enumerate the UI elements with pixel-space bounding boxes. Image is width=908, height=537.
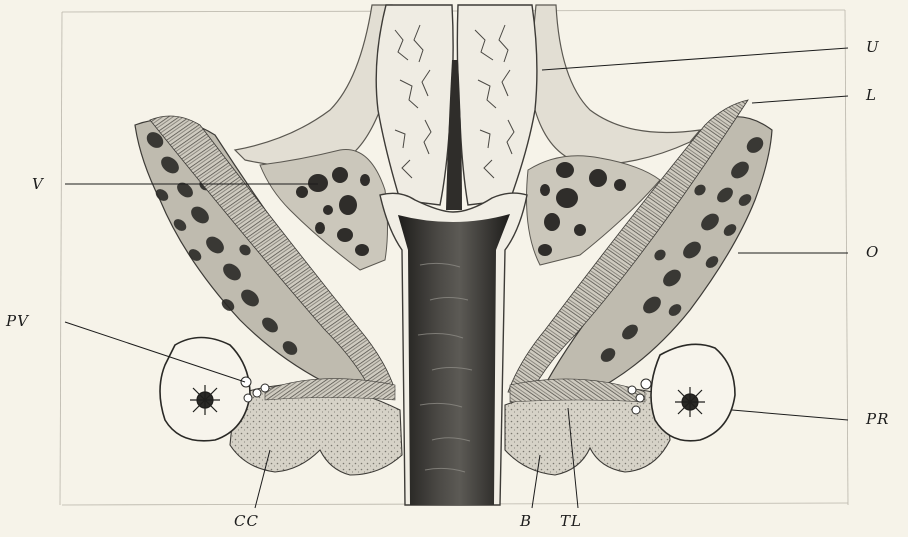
left-converging-fibers	[265, 379, 395, 400]
label-O: O	[866, 245, 879, 260]
label-U: U	[866, 40, 880, 55]
leader-L	[752, 96, 848, 103]
leader-U	[542, 48, 848, 70]
label-L: L	[866, 88, 877, 103]
upper-right-wall	[533, 5, 700, 165]
label-PR: PR	[866, 412, 889, 427]
central-canal	[380, 193, 527, 505]
right-converging-fibers	[510, 379, 645, 402]
upper-left-wall	[235, 5, 392, 167]
uterus-left-lobe	[376, 5, 453, 205]
leader-PR	[732, 410, 848, 420]
label-PV: PV	[6, 314, 29, 329]
label-B: B	[520, 514, 532, 529]
label-TL: TL	[560, 514, 582, 529]
uterus-right-lobe	[457, 5, 537, 205]
label-V: V	[32, 177, 44, 192]
label-CC: CC	[234, 514, 259, 529]
